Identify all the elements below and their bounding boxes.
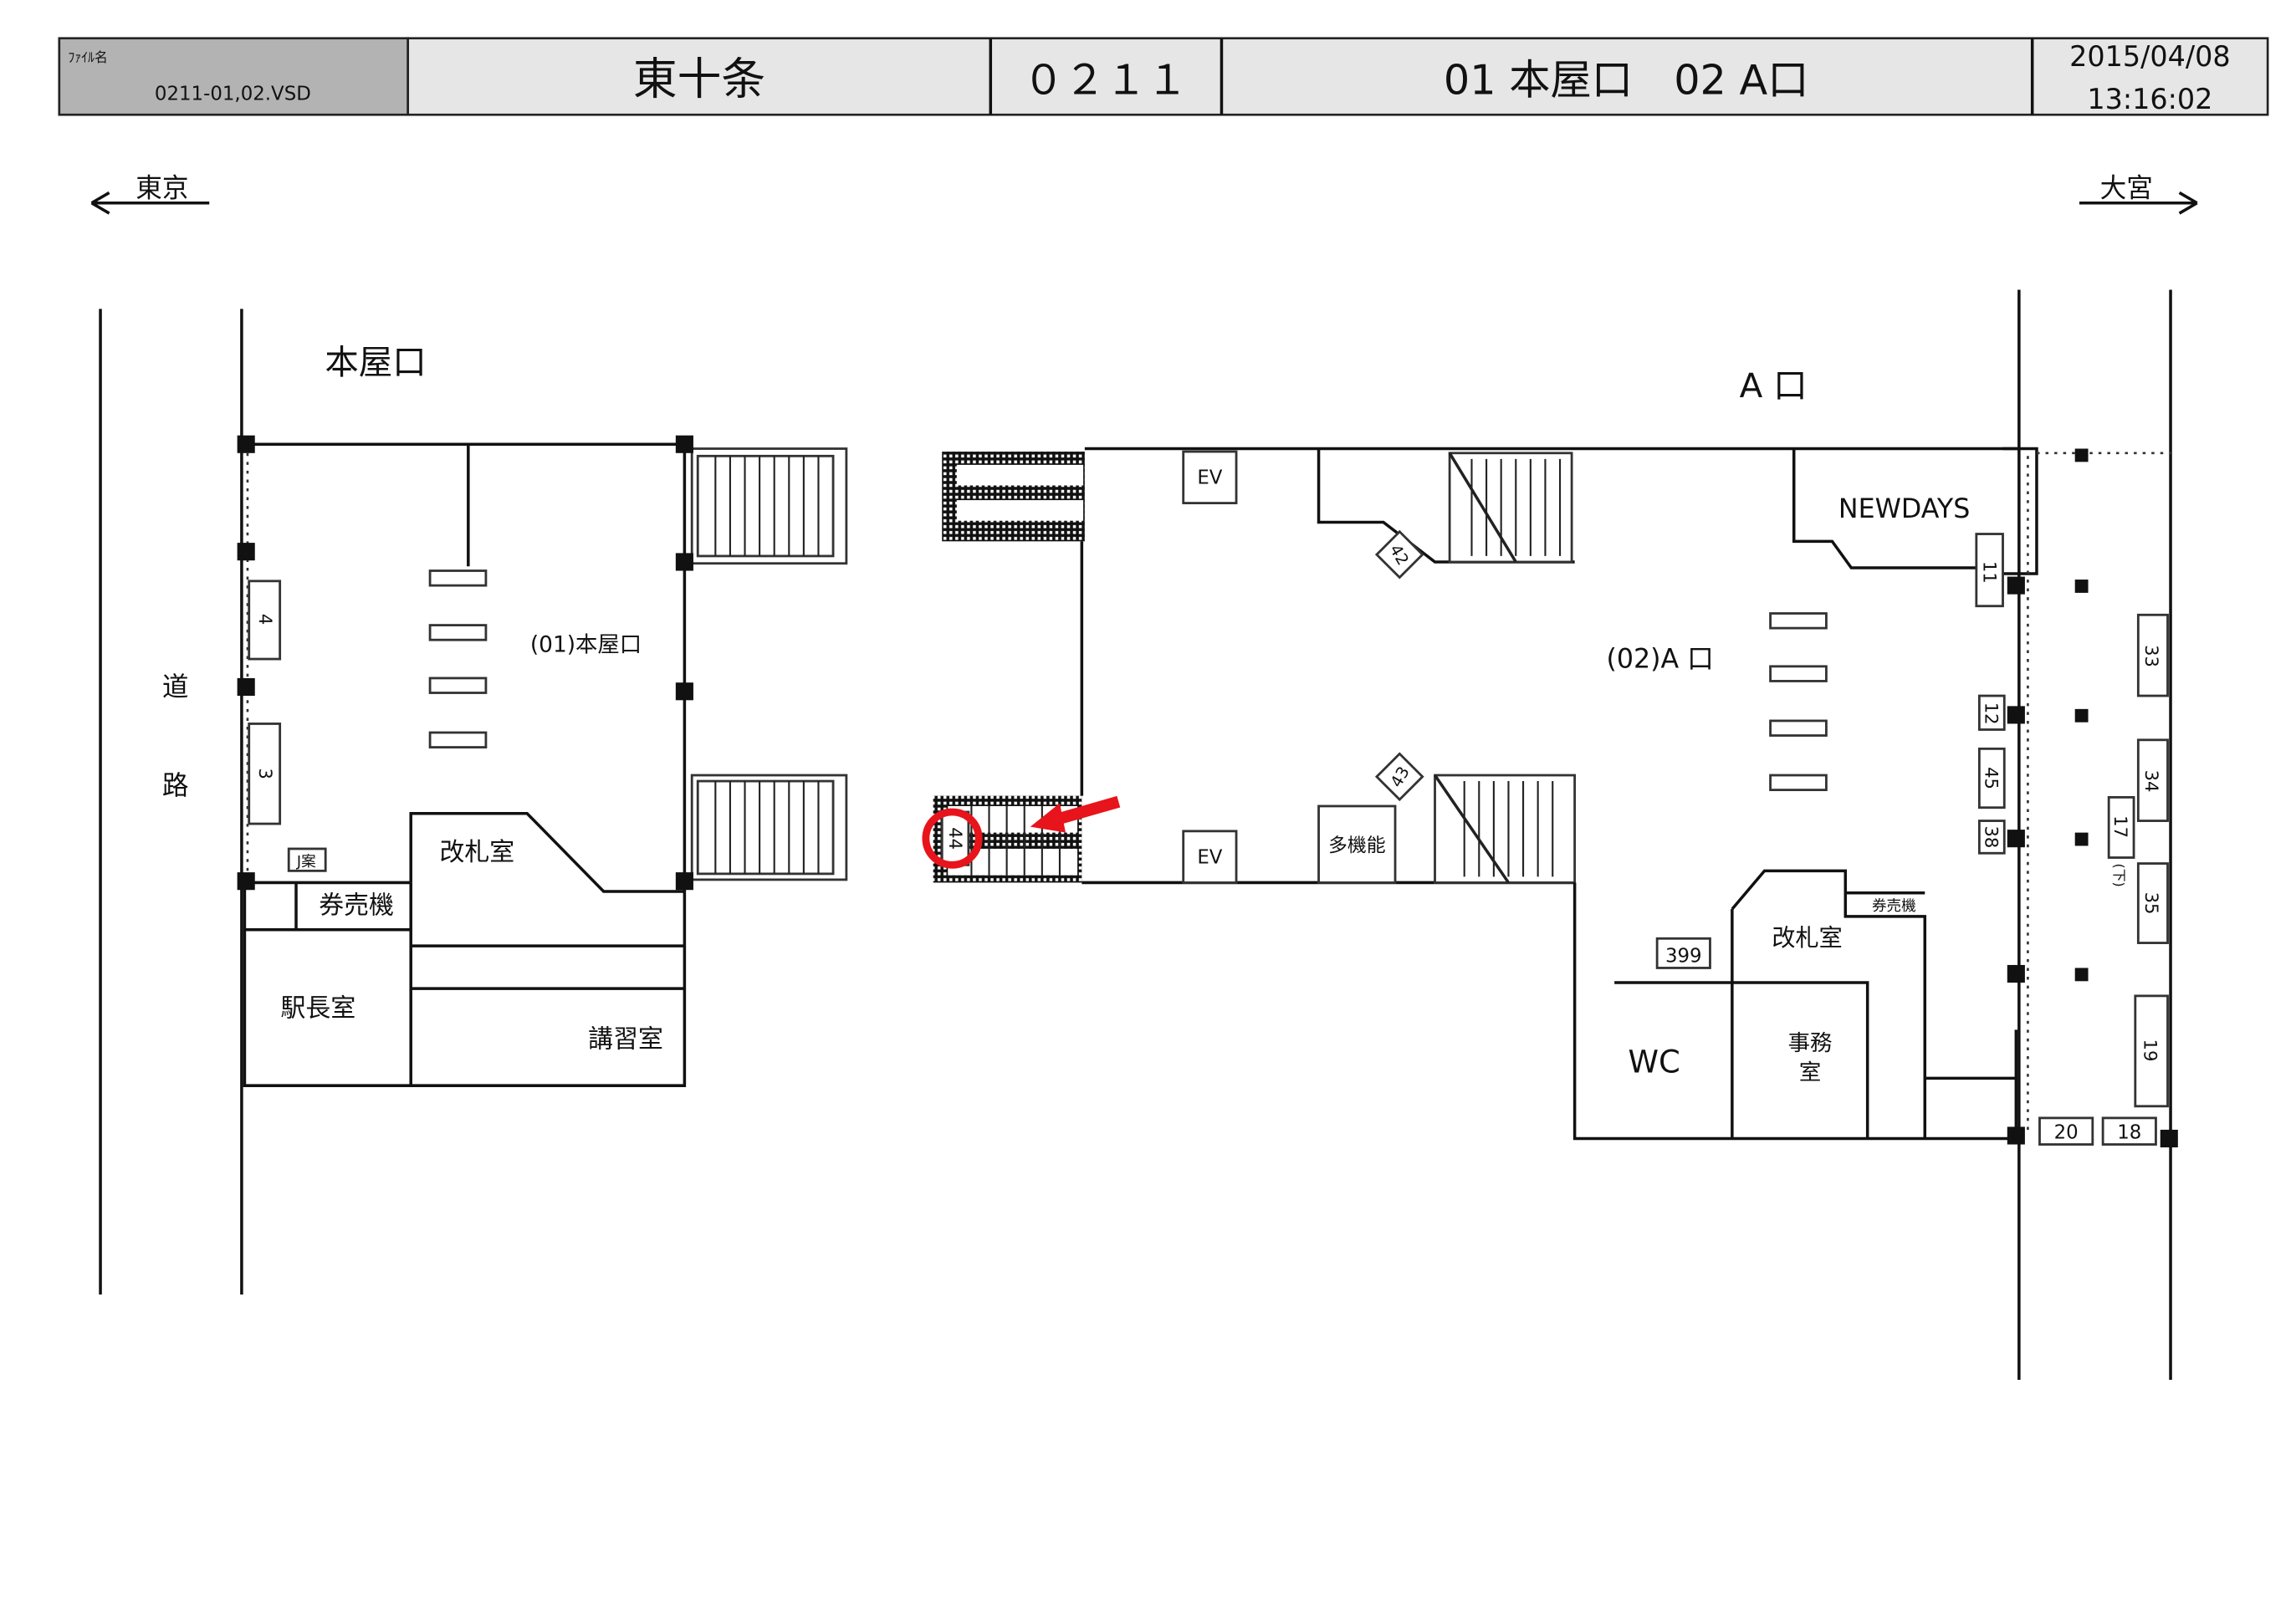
svg-text:19: 19 [2140,1039,2160,1062]
honya-exit-area: 本屋口 (01)本屋口 4 3 [162,342,848,1087]
sign-box-45: 45 [1977,747,2006,809]
office-label-2: 室 [1799,1060,1821,1085]
svg-text:399: 399 [1665,945,1702,967]
svg-text:12: 12 [1981,702,2002,725]
a-gate-label: (02)A 口 [1606,645,1713,675]
ticket-gates-honya [428,569,488,749]
highlight-arrow [1055,795,1121,825]
honya-gate-label: (01)本屋口 [530,632,642,657]
ticket-gates-a [1769,612,1828,792]
honya-title: 本屋口 [325,342,426,382]
sign-box-18: 18 [2101,1116,2157,1146]
file-name: 0211-01,02.VSD [155,84,311,105]
svg-text:3: 3 [255,769,276,779]
road-label-1: 道 [162,672,189,702]
boundary-lines [99,289,2172,1380]
gate-room-a: 改札室 [1772,924,1842,952]
svg-text:20: 20 [2054,1122,2079,1144]
stair-upper-left [942,452,1085,542]
stair-42: 42 [1374,452,1573,580]
highlight-marker [922,795,1121,869]
wc-label: WC [1628,1044,1680,1080]
station-code: ０２１１ [1023,56,1188,105]
sign-box-34: 34 [2136,738,2169,822]
gate-room-honya: 改札室 [440,838,515,867]
sign-box-38: 38 [1977,820,2006,855]
sign-box-3: 3 [248,723,282,825]
svg-text:EV: EV [1197,847,1222,869]
sign-box-19: 19 [2134,994,2169,1108]
direction-omiya: 大宮 [2079,174,2198,215]
jan-box: J案 [287,847,327,872]
svg-text:4: 4 [255,614,276,625]
svg-text:東京: 東京 [136,174,188,204]
svg-text:17: 17 [2110,815,2131,838]
ticket-machine-a: 券売機 [1872,898,1916,915]
a-exit-title: A 口 [1740,365,1808,406]
svg-text:多機能: 多機能 [1328,835,1386,856]
sign-box-17: 17 [2107,796,2135,859]
multipurpose-toilet: 多機能 [1317,804,1397,884]
svg-text:45: 45 [1981,767,2002,789]
svg-text:18: 18 [2117,1122,2141,1144]
svg-text:J案: J案 [296,854,316,871]
sign-box-12: 12 [1977,694,2006,731]
lecture-room: 講習室 [588,1024,663,1054]
file-label: ﾌｧｲﾙ名 [68,49,108,65]
svg-text:大宮: 大宮 [2100,174,2153,204]
station-name: 東十条 [633,54,765,105]
stair-honya-upper [690,447,848,565]
down-note: (下) [2111,864,2127,887]
sign-box-35: 35 [2136,862,2169,944]
sign-box-20: 20 [2038,1116,2094,1146]
elevator-lower: EV [1182,830,1238,884]
svg-text:11: 11 [1980,561,2001,584]
sign-box-399: 399 [1655,937,1711,969]
svg-text:35: 35 [2141,892,2162,915]
stair-honya-lower [690,774,848,881]
date: 2015/04/08 [2069,40,2231,73]
newdays-shop: NEWDAYS [1838,494,1970,524]
highlight-circle [922,808,983,869]
stair-44-label: 44 [945,827,966,850]
a-exit-area: A 口 (02)A 口 NEWDAYS 11 12 45 38 33 [1572,365,2178,1148]
svg-text:34: 34 [2141,770,2162,793]
office-label-1: 事務 [1788,1031,1833,1056]
exit-names: 01 本屋口 02 A口 [1444,56,1809,105]
svg-text:38: 38 [1981,825,2002,848]
pillar-markers-honya [237,435,693,891]
road-label-2: 路 [162,771,189,801]
time: 13:16:02 [2087,83,2212,115]
elevator-upper: EV [1182,450,1238,505]
stair-43: 43 [1374,752,1577,884]
svg-text:33: 33 [2141,645,2162,667]
svg-text:EV: EV [1197,467,1222,489]
sign-box-4: 4 [248,580,282,661]
sign-box-33: 33 [2136,613,2169,697]
sign-box-11: 11 [1975,533,2004,608]
title-block: ﾌｧｲﾙ名 0211-01,02.VSD 東十条 ０２１１ 01 本屋口 02 … [58,37,2269,116]
ticket-machine-honya: 券売機 [319,891,394,920]
station-master-room: 駅長室 [281,994,356,1024]
direction-tokyo: 東京 [90,174,210,215]
